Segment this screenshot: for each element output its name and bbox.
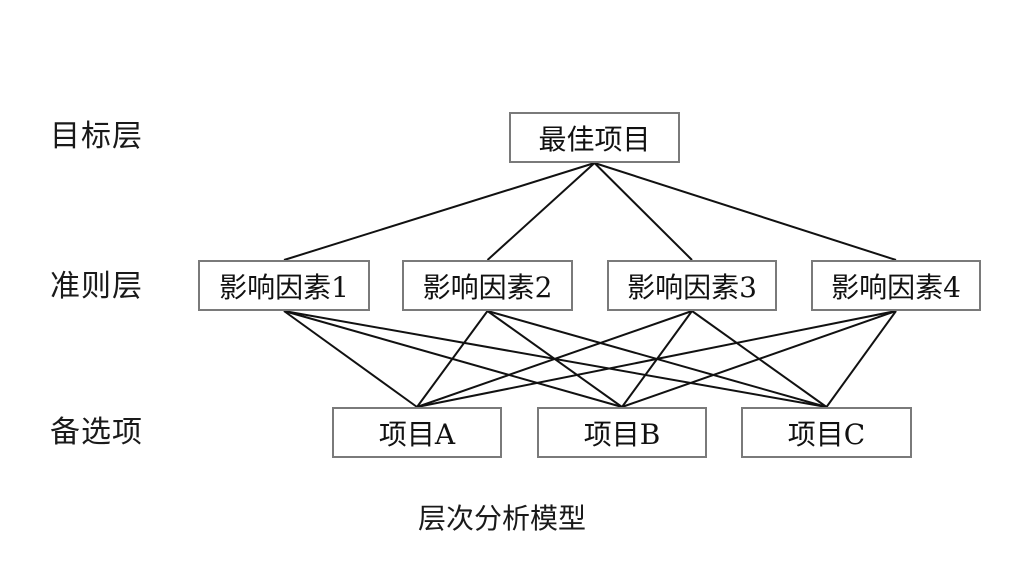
criterion-alternative-edge — [283, 310, 418, 408]
criterion-alternative-edge — [825, 310, 897, 408]
criterion-alternative-edge — [416, 310, 897, 408]
criterion-node-label: 影响因素1 — [219, 270, 349, 304]
alternative-node: 项目C — [741, 407, 912, 458]
goal-node-label: 最佳项目 — [538, 122, 651, 156]
goal-criterion-edge — [594, 162, 897, 261]
criterion-node: 影响因素2 — [402, 260, 573, 311]
goal-criterion-edge — [486, 162, 596, 261]
alternative-node: 项目B — [537, 407, 707, 458]
goal-criterion-edge — [283, 162, 595, 261]
criterion-node-label: 影响因素4 — [831, 270, 961, 304]
criterion-node: 影响因素4 — [811, 260, 981, 311]
criterion-node-label: 影响因素3 — [627, 270, 757, 304]
layer-label-goal: 目标层 — [50, 119, 143, 154]
criterion-alternative-edge — [416, 310, 489, 408]
criterion-alternative-edge — [621, 310, 897, 408]
criterion-node: 影响因素1 — [198, 260, 370, 311]
alternative-node: 项目A — [332, 407, 502, 458]
goal-criterion-edge — [593, 162, 693, 261]
diagram-caption: 层次分析模型 — [0, 497, 1024, 537]
alternative-node-label: 项目A — [378, 417, 456, 451]
alternative-node-label: 项目C — [787, 417, 866, 451]
criterion-alternative-edge — [416, 310, 693, 408]
criterion-node: 影响因素3 — [607, 260, 777, 311]
layer-label-alternatives: 备选项 — [50, 415, 143, 450]
diagram-caption-text: 层次分析模型 — [417, 502, 586, 535]
criterion-node-label: 影响因素2 — [422, 270, 553, 304]
layer-label-criteria: 准则层 — [50, 269, 143, 304]
goal-node: 最佳项目 — [509, 112, 680, 163]
alternative-node-label: 项目B — [583, 417, 661, 451]
